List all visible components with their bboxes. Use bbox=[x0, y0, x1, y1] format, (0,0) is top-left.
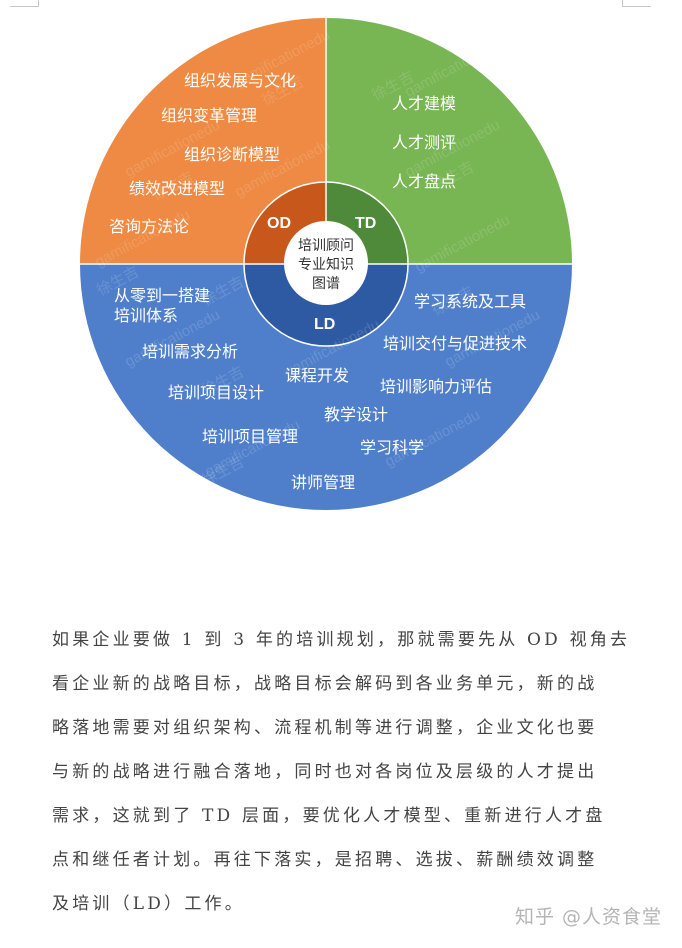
corner-mark-left bbox=[10, 0, 39, 7]
td-item: 人才盘点 bbox=[392, 172, 457, 191]
td-item: 人才建模 bbox=[392, 94, 457, 113]
ld-label: LD bbox=[314, 316, 336, 333]
center-title-line: 专业知识 bbox=[298, 257, 354, 273]
center-title-line: 培训顾问 bbox=[298, 238, 354, 254]
center-title-line: 图谱 bbox=[312, 276, 340, 292]
source-watermark: 知乎 @人资食堂 bbox=[514, 906, 662, 928]
ld-item: 讲师管理 bbox=[291, 473, 356, 492]
ld-item: 学习科学 bbox=[360, 438, 425, 457]
od-item: 组织发展与文化 bbox=[184, 71, 297, 90]
article-line: 与新的战略进行融合落地，同时也对各岗位及层级的人才提出 bbox=[52, 762, 598, 782]
ld-item: 培训交付与促进技术 bbox=[383, 334, 528, 353]
ld-item: 培训需求分析 bbox=[142, 342, 239, 361]
corner-mark-right bbox=[622, 0, 651, 7]
article-line: 需求，这就到了 TD 层面，要优化人才模型、重新进行人才盘 bbox=[52, 806, 606, 826]
ld-item: 培训项目管理 bbox=[202, 427, 299, 446]
ld-item: 教学设计 bbox=[324, 405, 389, 424]
ld-item: 从零到一搭建 bbox=[114, 286, 211, 305]
article-line: 看企业新的战略目标，战略目标会解码到各业务单元，新的战 bbox=[52, 674, 598, 694]
ld-item: 培训体系 bbox=[114, 306, 179, 325]
pie-graphic bbox=[80, 18, 572, 510]
od-item: 组织变革管理 bbox=[161, 106, 258, 125]
center-circle bbox=[284, 221, 368, 305]
article-line: 略落地需要对组织架构、流程机制等进行调整，企业文化也要 bbox=[52, 718, 598, 738]
td-outer-segment bbox=[326, 18, 572, 264]
od-item: 绩效改进模型 bbox=[129, 179, 226, 198]
od-outer-segment bbox=[80, 18, 326, 264]
article-paragraph: 如果企业要做 1 到 3 年的培训规划，那就需要先从 OD 视角去 看企业新的战… bbox=[52, 618, 632, 926]
ld-item: 培训项目设计 bbox=[168, 383, 265, 402]
ld-item: 课程开发 bbox=[285, 366, 350, 385]
ld-outer-segment bbox=[80, 264, 572, 510]
article-line: 点和继任者计划。再往下落实，是招聘、选拔、薪酬绩效调整 bbox=[52, 850, 598, 870]
ld-item: 学习系统及工具 bbox=[414, 292, 527, 311]
od-item: 组织诊断模型 bbox=[184, 145, 281, 164]
article-line: 及培训（LD）工作。 bbox=[52, 894, 245, 914]
td-item: 人才测评 bbox=[392, 133, 457, 152]
center-title: 培训顾问 专业知识 图谱 bbox=[284, 237, 368, 294]
knowledge-map-diagram: gamificationedu gamificationedu gamifica… bbox=[80, 18, 572, 510]
od-item: 咨询方法论 bbox=[109, 217, 190, 236]
td-label: TD bbox=[355, 215, 377, 232]
od-label: OD bbox=[267, 215, 291, 232]
ld-item: 培训影响力评估 bbox=[380, 377, 493, 396]
article-line: 如果企业要做 1 到 3 年的培训规划，那就需要先从 OD 视角去 bbox=[52, 630, 631, 650]
